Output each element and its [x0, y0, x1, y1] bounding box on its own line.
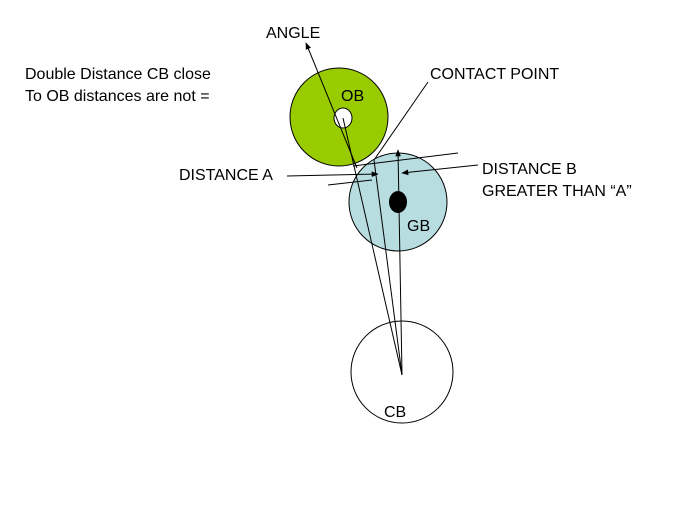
angle-label: ANGLE — [266, 25, 320, 42]
distance-b-label-line-1: DISTANCE B — [482, 161, 577, 178]
note-line-2: To OB distances are not = — [25, 88, 210, 105]
aim-line-to-ghost-ball — [395, 149, 403, 376]
cue-ball-label: CB — [384, 404, 406, 421]
ghost-ball-label: GB — [407, 218, 430, 235]
aim-line-to-object-ball — [342, 117, 403, 376]
ghost-ball-center-dot — [389, 191, 407, 213]
distance-a-label: DISTANCE A — [179, 167, 273, 184]
note-line-1: Double Distance CB close — [25, 66, 211, 83]
distance-reference-line-upper — [352, 152, 459, 167]
contact-point-pointer — [373, 81, 429, 161]
aim-line-to-contact — [373, 159, 403, 376]
distance-b-label-line-2: GREATER THAN “A” — [482, 183, 632, 200]
object-ball-label: OB — [341, 88, 364, 105]
distance-b-arrow — [401, 164, 479, 176]
contact-point-label: CONTACT POINT — [430, 66, 559, 83]
distance-reference-line-lower — [327, 179, 373, 186]
distance-a-arrow — [286, 171, 379, 177]
angle-arrow — [305, 42, 358, 169]
